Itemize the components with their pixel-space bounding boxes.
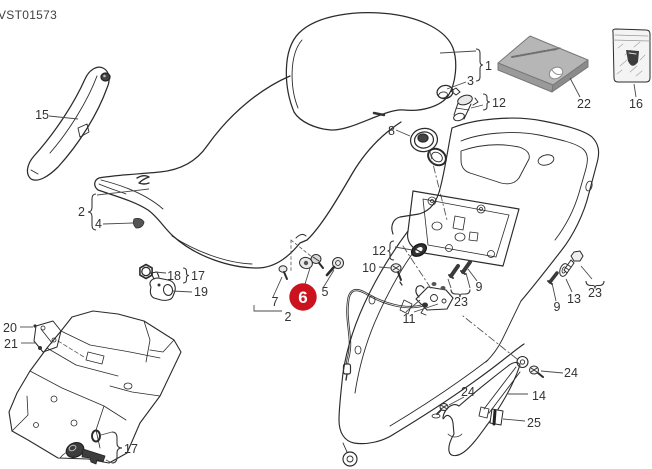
- callout-2: 2: [78, 205, 85, 219]
- leader-lines: [20, 50, 637, 464]
- callout-25: 25: [527, 416, 541, 430]
- side-panel-part-14: [442, 315, 529, 457]
- callout-24b: 24: [461, 385, 475, 399]
- brace-assembly-2: [87, 193, 97, 231]
- nut-part-18: [139, 263, 153, 280]
- lock-cylinder-part-19: [149, 271, 176, 301]
- callout-21: 21: [4, 337, 18, 351]
- callout-24a: 24: [564, 366, 578, 380]
- seat-lock-part-8: [409, 127, 448, 221]
- callout-17a: 17: [191, 269, 205, 283]
- pin-part-9-right: [547, 271, 559, 285]
- seat-part: [94, 75, 402, 273]
- callout-23a: 23: [454, 295, 468, 309]
- release-cable-part: [342, 288, 428, 381]
- screw-part-5: [325, 257, 344, 277]
- callout-12b: 12: [372, 244, 386, 258]
- callout-11: 11: [403, 312, 416, 326]
- callout-labels: 15 2 4 18 17 19 20 21 17 7 2 5 8 3 1 12 …: [3, 59, 643, 456]
- callout-1: 1: [485, 59, 492, 73]
- washer-screw-part-6: [299, 254, 324, 270]
- callout-2b: 2: [285, 310, 292, 324]
- tail-frame-part: [338, 117, 600, 467]
- callout-5: 5: [322, 285, 329, 299]
- callout-10: 10: [362, 261, 376, 275]
- callout-17b: 17: [124, 442, 138, 456]
- callout-18: 18: [167, 269, 181, 283]
- grouping-braces: [87, 48, 605, 464]
- callout-9b: 9: [554, 300, 561, 314]
- clip-part-4: [132, 218, 145, 229]
- bolt-part-23: [563, 250, 584, 274]
- screw-part-24a: [529, 365, 544, 378]
- manual-plate-part-22: [497, 35, 589, 93]
- callout-14: 14: [532, 389, 546, 403]
- callout-4: 4: [95, 217, 102, 231]
- callout-3: 3: [467, 74, 474, 88]
- callout-16: 16: [629, 97, 643, 111]
- bracket-part-20-21: [33, 320, 62, 353]
- screw-part-24b: [431, 403, 449, 419]
- callout-9a: 9: [476, 280, 483, 294]
- highlight-badge-label: 6: [298, 288, 307, 307]
- gasket-part-12: [410, 243, 428, 257]
- seat-pad-part: [285, 12, 457, 131]
- callout-20: 20: [3, 321, 17, 335]
- seat-latch-part-11: [402, 245, 454, 316]
- grab-handle-part: [26, 66, 111, 181]
- callout-7: 7: [272, 295, 279, 309]
- lock-barrel-part-12: [450, 87, 479, 122]
- brace-assembly-17-mid: [182, 267, 190, 284]
- brace-assembly-12-mid: [387, 240, 395, 261]
- callout-12a: 12: [492, 96, 506, 110]
- seat-logo-icon: [136, 175, 150, 185]
- callout-15: 15: [35, 108, 49, 122]
- clip-part-25: [489, 408, 504, 426]
- brace-assembly-12-top: [482, 93, 491, 111]
- brace-assembly-17-key: [111, 431, 123, 464]
- diagram-code: VST01573: [0, 8, 57, 22]
- callout-8: 8: [388, 124, 395, 138]
- grommet-part-3: [436, 84, 454, 100]
- callout-19: 19: [194, 285, 208, 299]
- underbrace-pair-23-left: [450, 289, 471, 298]
- diagram-line-art: [8, 12, 651, 467]
- callout-23b: 23: [588, 286, 602, 300]
- highlight-badge-part-6[interactable]: 6: [289, 283, 317, 311]
- pin-part-7: [278, 265, 288, 280]
- callout-22: 22: [577, 97, 591, 111]
- key-and-ring-part: [65, 429, 106, 465]
- callout-13: 13: [567, 292, 581, 306]
- underbrace-pair-23-right: [585, 280, 605, 289]
- highlight-badge-circle[interactable]: [289, 283, 317, 311]
- pins-part-9-left: [448, 260, 472, 279]
- hardware-bag-part-16: [612, 28, 651, 83]
- brace-assembly-1: [475, 48, 484, 82]
- screw-part-10: [390, 263, 403, 286]
